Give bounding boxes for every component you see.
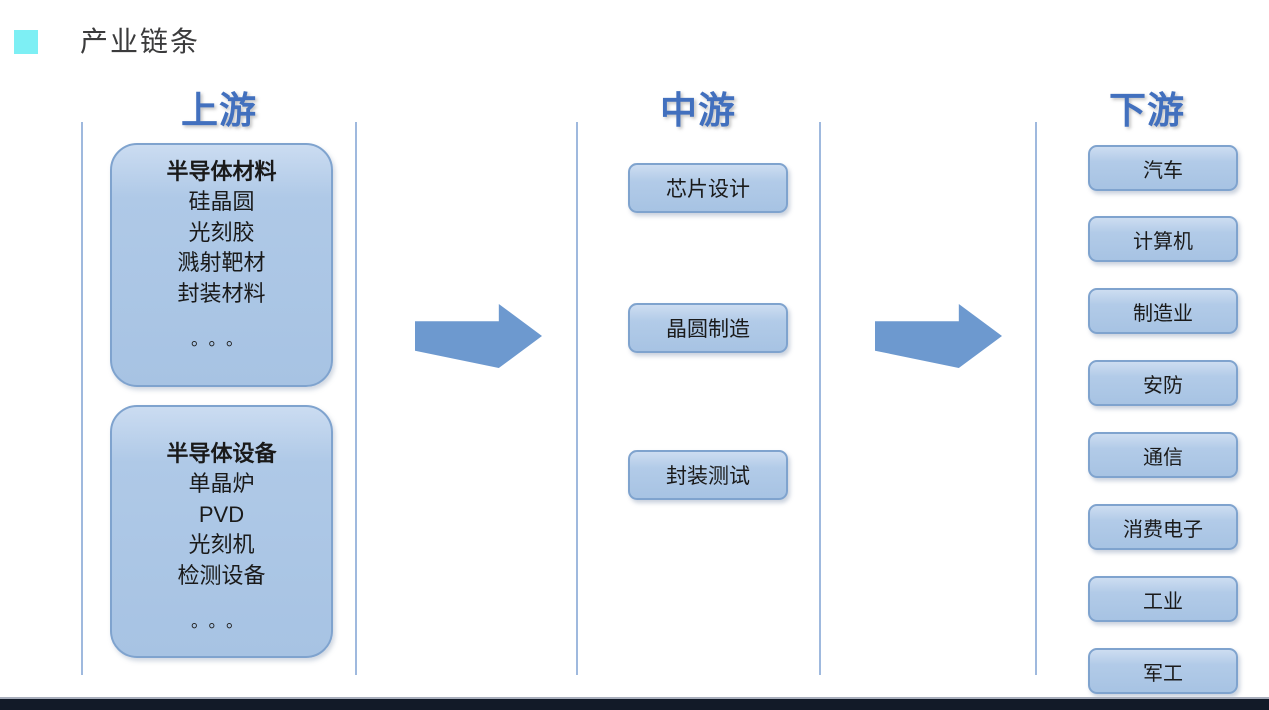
upstream-material-item: 封装材料 xyxy=(177,280,266,306)
upstream-equipment-item: 单晶炉 xyxy=(188,471,255,496)
upstream-material-item: 光刻胶 xyxy=(188,219,255,245)
downstream-box-automotive: 汽车 xyxy=(1088,145,1238,191)
downstream-box-computer: 计算机 xyxy=(1088,216,1238,262)
midstream-box-package-test: 封装测试 xyxy=(628,450,788,500)
upstream-materials-box: 半导体材料 硅晶圆 光刻胶 溅射靶材 封装材料 。。。 xyxy=(110,143,333,387)
arrow-midstream-to-downstream-icon xyxy=(875,304,1002,368)
midstream-box-chip-design: 芯片设计 xyxy=(628,163,788,213)
page-title: 产业链条 xyxy=(80,26,201,57)
footer-bar xyxy=(0,697,1269,710)
divider-upstream-right xyxy=(355,122,357,675)
title-bullet-icon xyxy=(14,30,38,54)
downstream-box-communication: 通信 xyxy=(1088,432,1238,478)
divider-downstream-left xyxy=(1035,122,1037,675)
divider-midstream-right xyxy=(819,122,821,675)
heading-upstream: 上游 xyxy=(181,90,257,131)
downstream-box-military: 军工 xyxy=(1088,648,1238,694)
downstream-box-industrial: 工业 xyxy=(1088,576,1238,622)
upstream-equipment-item: 光刻机 xyxy=(188,532,255,557)
downstream-box-consumer-electronics: 消费电子 xyxy=(1088,504,1238,550)
divider-midstream-left xyxy=(576,122,578,675)
downstream-box-manufacturing: 制造业 xyxy=(1088,288,1238,334)
upstream-equipment-box: 半导体设备 单晶炉 PVD 光刻机 检测设备 。。。 xyxy=(110,405,333,658)
divider-upstream-left xyxy=(81,122,83,675)
upstream-equipment-title: 半导体设备 xyxy=(166,441,277,466)
midstream-box-wafer-fab: 晶圆制造 xyxy=(628,303,788,353)
heading-midstream: 中游 xyxy=(660,90,736,131)
arrow-upstream-to-midstream-icon xyxy=(415,304,542,368)
upstream-equipment-item: PVD xyxy=(198,501,245,527)
downstream-box-security: 安防 xyxy=(1088,360,1238,406)
upstream-material-item: 硅晶圆 xyxy=(188,189,255,214)
upstream-materials-title: 半导体材料 xyxy=(166,159,277,184)
upstream-equipment-ellipsis: 。。。 xyxy=(191,612,252,631)
upstream-material-item: 溅射靶材 xyxy=(177,250,266,275)
upstream-equipment-item: 检测设备 xyxy=(177,562,266,588)
upstream-materials-ellipsis: 。。。 xyxy=(191,330,252,349)
heading-downstream: 下游 xyxy=(1109,90,1185,131)
